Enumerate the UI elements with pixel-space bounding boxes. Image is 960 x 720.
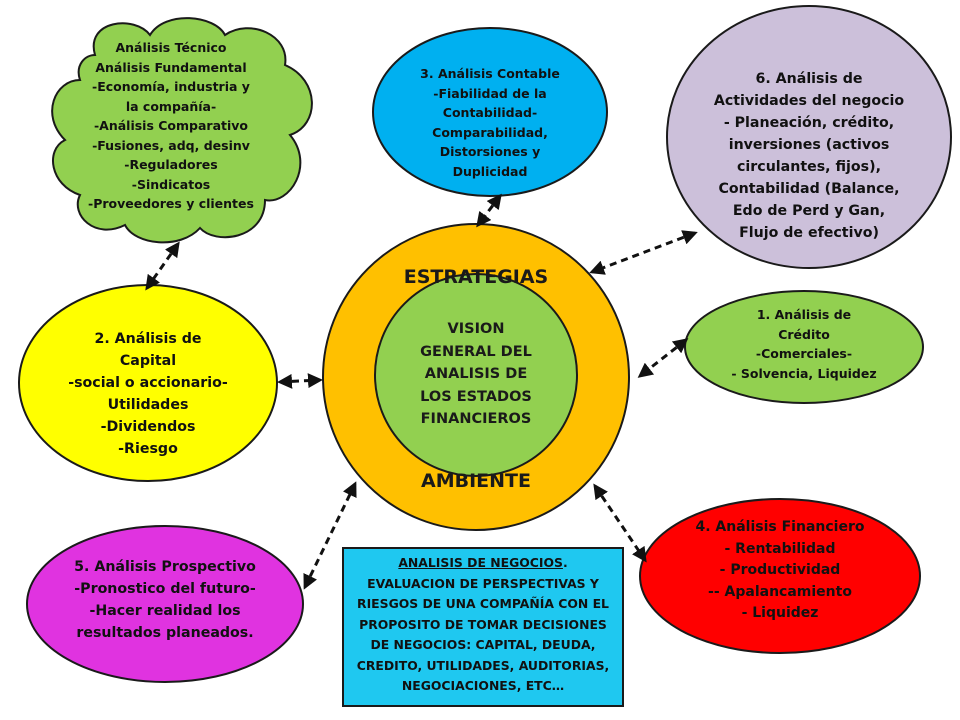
text-line: DE NEGOCIOS: CAPITAL, DEUDA, (370, 637, 596, 652)
text-line: - Rentabilidad (724, 540, 836, 557)
text-line: - Liquidez (741, 605, 819, 621)
text-line: Edo de Perd y Gan, (732, 203, 886, 219)
text-line: -- Apalancamiento (708, 583, 852, 600)
node-actividades-shape (666, 5, 952, 269)
text-line: -social o accionario- (68, 375, 228, 391)
text-line: GENERAL DEL (420, 343, 532, 360)
text-line: -Hacer realidad los (89, 603, 241, 619)
node-financiero-text: 4. Análisis Financiero - Rentabilidad - Pr… (664, 517, 896, 625)
connector-actividades (589, 230, 698, 275)
ring-top-label: ESTRATEGIAS (403, 266, 549, 288)
text-line: - Solvencia, Liquidez (731, 365, 877, 381)
text-line: Distorsiones y (439, 144, 541, 159)
text-line: Capital (119, 353, 177, 369)
text-line: inversiones (activos (728, 137, 890, 153)
text-line: EVALUACION DE PERSPECTIVAS Y (367, 575, 599, 591)
negocios-title: ANALISIS DE NEGOCIOS (398, 555, 563, 570)
connector-tecnico (145, 241, 180, 291)
text-line: -Proveedores y clientes (88, 196, 254, 211)
text-line: Flujo de efectivo) (739, 225, 879, 241)
text-line: Contabilidad (Balance, (718, 181, 900, 197)
text-line: 5. Análisis Prospectivo (74, 559, 256, 575)
text-line: 6. Análisis de (755, 71, 863, 87)
node-financiero-shape (639, 498, 921, 654)
node-actividades-text: 6. Análisis de Actividades del negocio - P… (690, 68, 928, 244)
cloud-tecnico (51, 17, 313, 244)
text-line: ANALISIS DE (424, 366, 528, 382)
inner-circle-text: VISION GENERAL DEL ANALISIS DE LOS ESTADOS F… (380, 318, 572, 431)
negocios-lines: EVALUACION DE PERSPECTIVAS Y RIESGOS DE U… (344, 574, 622, 697)
text-line: - Productividad (719, 562, 841, 578)
text-line: Contabilidad- (442, 105, 538, 120)
text-line: NEGOCIACIONES, ETC… (401, 678, 565, 693)
negocios-box: ANALISIS DE NEGOCIOS. EVALUACION DE PERS… (342, 547, 624, 707)
node-contable-text: 3. Análisis Contable -Fiabilidad de la Con… (388, 64, 592, 181)
text-line: CREDITO, UTILIDADES, AUDITORIAS, (356, 657, 610, 673)
text-line: Crédito (778, 326, 830, 342)
text-line: Utilidades (107, 397, 189, 413)
text-line: VISION (447, 321, 505, 337)
inner-circle (374, 273, 578, 477)
text-line: 3. Análisis Contable (420, 66, 560, 81)
text-line: Análisis Técnico (115, 40, 227, 55)
text-line: Comparabilidad, (432, 124, 548, 140)
text-line: - Planeación, crédito, (723, 115, 895, 131)
text-line: Análisis Fundamental (95, 59, 247, 75)
negocios-title-period: . (562, 555, 568, 570)
connector-contable (476, 193, 502, 228)
text-line: Duplicidad (452, 163, 528, 179)
text-line: -Sindicatos (131, 176, 211, 192)
text-line: Actividades del negocio (713, 93, 905, 109)
text-line: -Reguladores (124, 157, 218, 172)
text-line: -Economía, industria y (92, 79, 250, 94)
text-line: -Fiabilidad de la (433, 85, 547, 101)
text-line: 1. Análisis de (756, 307, 852, 322)
text-line: RIESGOS DE UNA COMPAÑÍA CON EL (357, 596, 609, 611)
text-line: -Pronostico del futuro- (74, 581, 256, 597)
text-line: -Análisis Comparativo (93, 118, 249, 133)
text-line: -Riesgo (118, 441, 178, 457)
text-line: LOS ESTADOS (420, 388, 532, 405)
text-line: -Dividendos (100, 419, 196, 435)
node-capital-text: 2. Análisis de Capital -social o accionari… (46, 328, 250, 460)
text-line: resultados planeados. (76, 625, 254, 641)
connector-credito (637, 338, 689, 378)
connector-financiero (593, 483, 647, 563)
text-line: la compañía- (125, 98, 217, 114)
text-line: 2. Análisis de (94, 331, 202, 347)
ring-bottom-label: AMBIENTE (421, 470, 531, 492)
node-prospectivo-text: 5. Análisis Prospectivo -Pronostico del f… (42, 556, 288, 644)
text-line: FINANCIEROS (420, 411, 532, 427)
connector-capital (277, 373, 323, 389)
node-credito-text: 1. Análisis de Crédito -Comerciales- - Solv… (706, 305, 902, 383)
text-line: PROPOSITO DE TOMAR DECISIONES (359, 616, 607, 632)
text-line: -Comerciales- (755, 346, 853, 361)
text-line: circulantes, fijos), (737, 159, 881, 175)
node-prospectivo-shape (26, 525, 304, 683)
text-line: 4. Análisis Financiero (695, 519, 865, 535)
text-line: -Fusiones, adq, desinv (92, 137, 250, 153)
